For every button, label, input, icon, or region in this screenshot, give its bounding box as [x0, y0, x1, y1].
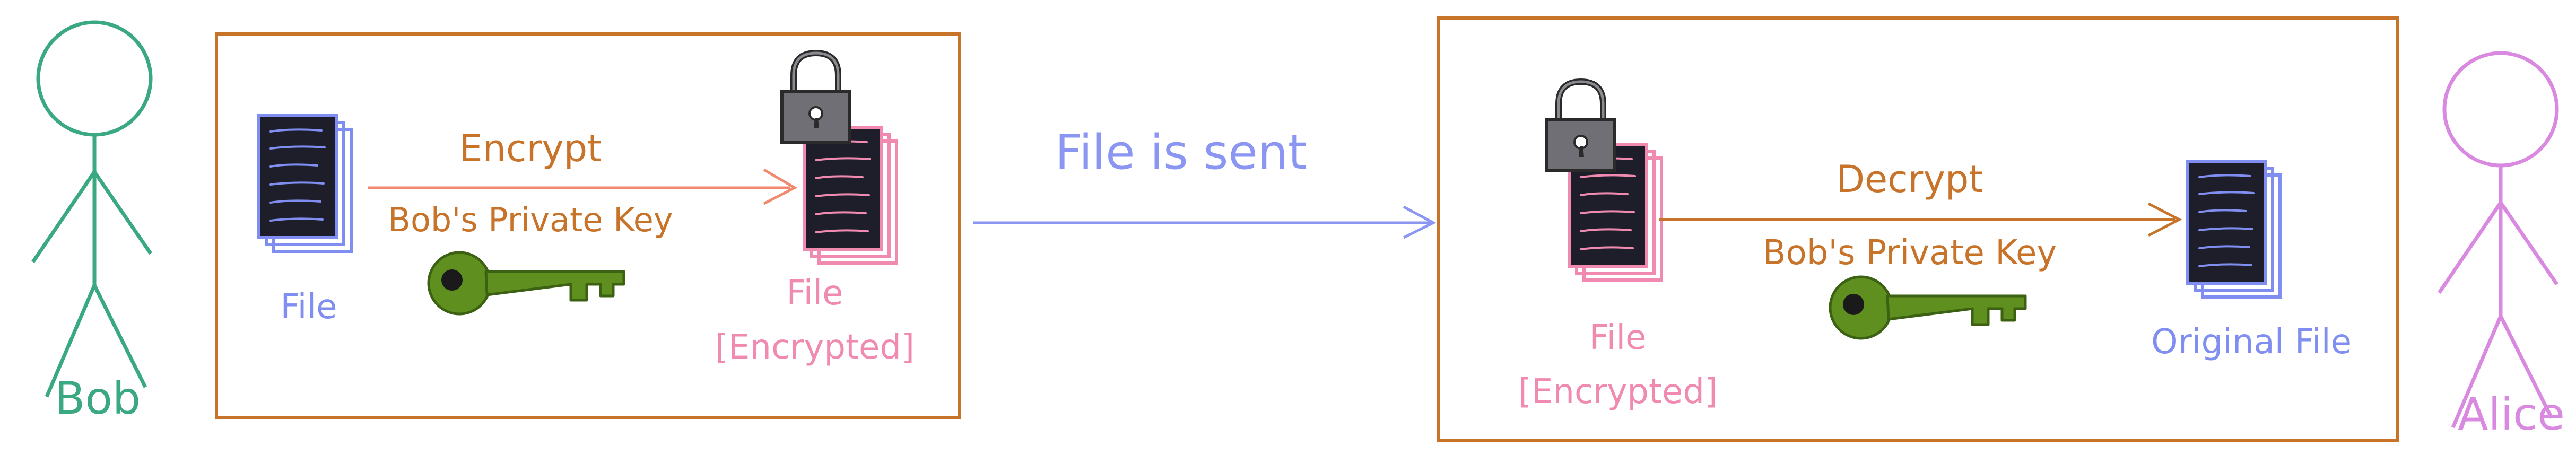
- decrypt-key-label: Bob's Private Key: [1763, 233, 2057, 273]
- arrow-icon: [2147, 202, 2182, 237]
- encrypted-file-label-line2: [Encrypted]: [715, 328, 915, 367]
- encrypt-box: File Encrypt Bob's Private Key File [Enc…: [215, 32, 961, 419]
- person-icon: [2439, 53, 2557, 427]
- transfer: File is sent: [973, 125, 1437, 239]
- bob-label: Bob: [55, 372, 141, 424]
- document-icon: [259, 116, 351, 251]
- encrypted-file-label-line1: File: [786, 274, 843, 313]
- bob-figure: Bob: [33, 22, 151, 424]
- decrypt-label: Decrypt: [1836, 158, 1983, 201]
- decrypt-box: File [Encrypted] Decrypt Bob's Private K…: [1437, 16, 2399, 442]
- person-icon: [33, 22, 151, 397]
- arrow-icon: [1403, 205, 1437, 239]
- alice-label: Alice: [2458, 388, 2565, 440]
- decrypt-input-label-line2: [Encrypted]: [1518, 372, 1718, 412]
- lock-icon: [782, 53, 850, 142]
- encrypt-label: Encrypt: [459, 127, 602, 170]
- key-icon: [1830, 277, 2025, 338]
- arrow-icon: [763, 168, 798, 205]
- transfer-label: File is sent: [1055, 125, 1307, 180]
- lock-icon: [1547, 82, 1615, 171]
- document-icon: [2188, 161, 2280, 297]
- original-file-label: Original File: [2151, 322, 2352, 362]
- encrypt-key-label: Bob's Private Key: [388, 200, 673, 239]
- source-file-label: File: [280, 287, 337, 327]
- decrypt-input-label-line1: File: [1589, 318, 1646, 357]
- document-icon: [804, 127, 897, 263]
- alice-figure: Alice: [2439, 53, 2565, 440]
- key-icon: [429, 252, 624, 314]
